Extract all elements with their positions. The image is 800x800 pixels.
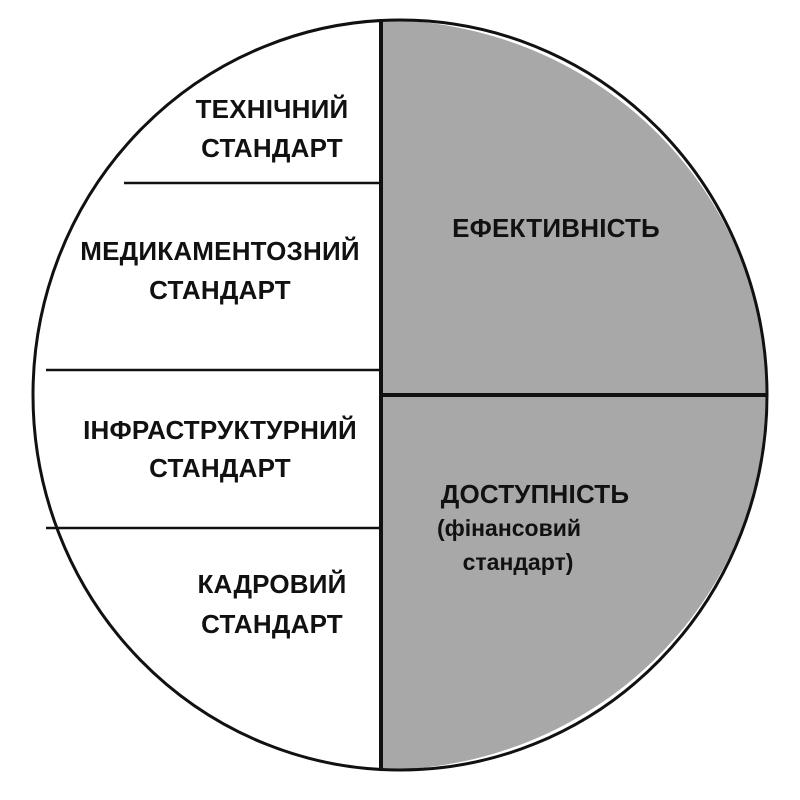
segment-infrastructure-line2: СТАНДАРТ: [149, 453, 291, 483]
segment-medication-line2: СТАНДАРТ: [149, 275, 291, 305]
segment-technical-line2: СТАНДАРТ: [201, 133, 343, 163]
segment-infrastructure-line1: ІНФРАСТРУКТУРНИЙ: [83, 415, 357, 445]
segment-medication-line1: МЕДИКАМЕНТОЗНИЙ: [80, 236, 360, 266]
effectiveness-segment: [381, 20, 767, 395]
segment-accessibility-sub2: стандарт): [463, 549, 574, 575]
segment-personnel-line2: СТАНДАРТ: [201, 609, 343, 639]
accessibility-segment: [381, 395, 767, 770]
segment-accessibility-sub1: (фінансовий: [437, 515, 581, 541]
segment-effectiveness-label: ЕФЕКТИВНІСТЬ: [452, 213, 660, 243]
segment-personnel-line1: КАДРОВИЙ: [197, 569, 346, 599]
segment-accessibility-label: ДОСТУПНІСТЬ: [441, 479, 630, 509]
segment-technical-line1: ТЕХНІЧНИЙ: [196, 94, 349, 124]
